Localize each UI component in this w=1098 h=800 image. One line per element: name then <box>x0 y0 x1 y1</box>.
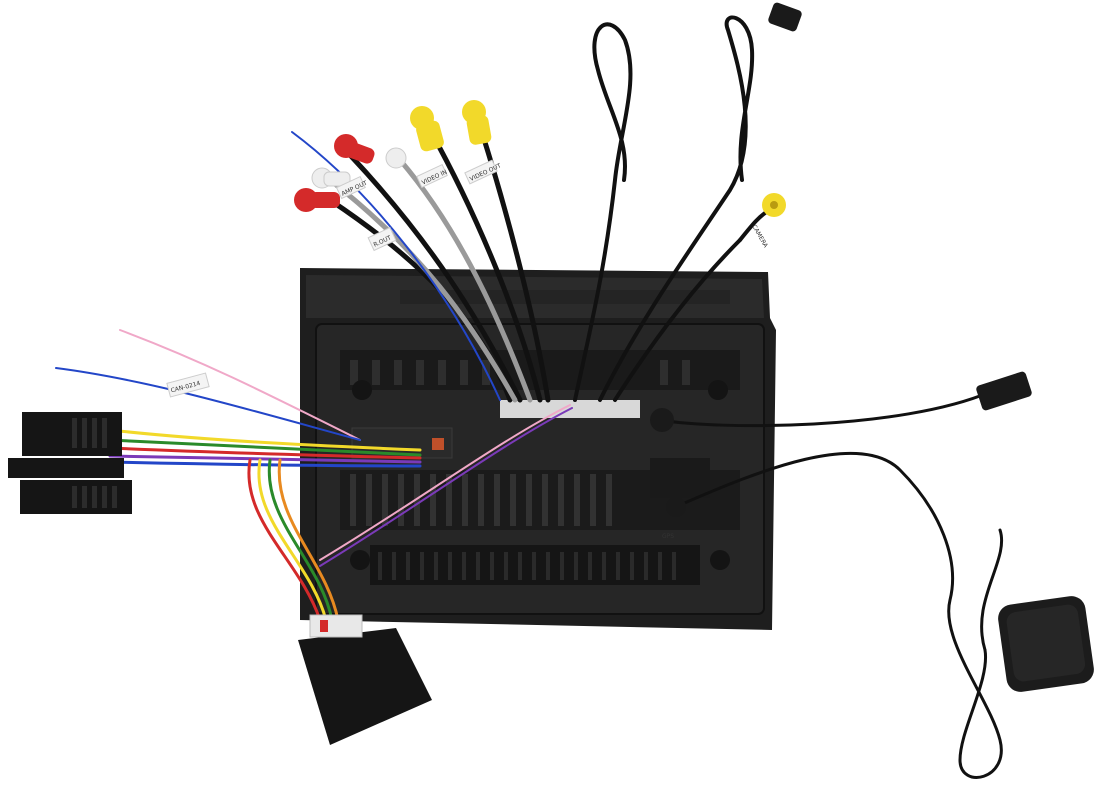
rca-cables <box>291 117 551 403</box>
can-tag: CAN-0214 <box>166 372 210 398</box>
harness-wires <box>55 329 573 622</box>
gps-antenna <box>998 596 1094 692</box>
iso-connectors <box>8 412 132 514</box>
rca-tags: R.OUT AMP OUT VIDEO IN VIDEO OUT <box>335 159 503 252</box>
gps-socket-label: GPS <box>662 533 674 540</box>
usb-cables <box>573 15 772 402</box>
antenna-cables <box>658 390 1004 779</box>
fakra-connector <box>976 371 1032 411</box>
rca-plugs <box>294 100 492 212</box>
head-unit-chassis: GPS <box>300 268 776 630</box>
can-decoder-box <box>298 614 432 745</box>
camera-label: CAMERA <box>750 224 769 250</box>
antenna-plugs <box>650 408 686 517</box>
usb-plug-top <box>768 2 802 32</box>
